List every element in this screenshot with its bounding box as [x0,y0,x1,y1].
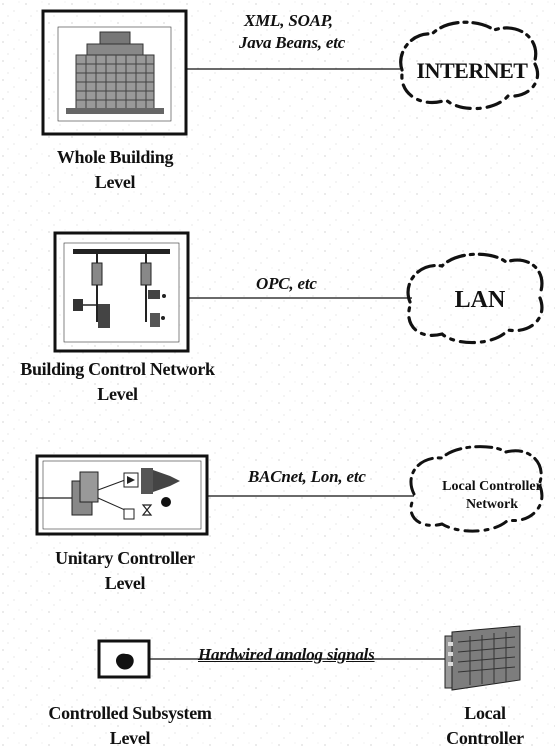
protocol-label: OPC, etc [256,274,317,293]
local-controller-icon [444,625,521,691]
internet-label: INTERNET [416,58,528,83]
protocol-label: BACnet, Lon, etc [248,467,366,486]
protocol-label: Hardwired analog signals [198,645,375,664]
unitary-controller-icon [35,454,209,536]
protocol-label: XML, SOAP, Java Beans, etc [239,11,346,52]
lan-cloud-icon [406,252,544,345]
local-network-cloud-icon [409,445,544,533]
subsystem-icon [97,639,151,679]
lan-label: LAN [454,287,506,313]
control-schematic-icon [53,231,190,353]
internet-cloud-icon [399,20,539,111]
building-icon [41,9,188,136]
